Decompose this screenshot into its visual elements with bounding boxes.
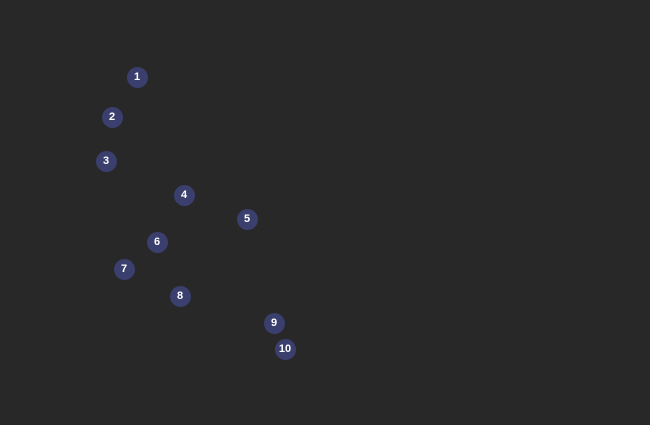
marker-label: 10 — [278, 342, 292, 355]
marker-label: 3 — [102, 154, 110, 167]
marker-2[interactable]: 2 — [101, 106, 123, 128]
marker-10[interactable]: 10 — [274, 338, 296, 360]
marker-label: 8 — [176, 289, 184, 302]
marker-label: 5 — [243, 212, 251, 225]
marker-label: 4 — [180, 188, 188, 201]
marker-3[interactable]: 3 — [95, 150, 117, 172]
marker-label: 7 — [120, 262, 128, 275]
marker-1[interactable]: 1 — [126, 66, 148, 88]
marker-8[interactable]: 8 — [169, 285, 191, 307]
marker-6[interactable]: 6 — [146, 231, 168, 253]
marker-7[interactable]: 7 — [113, 258, 135, 280]
marker-label: 6 — [153, 235, 161, 248]
marker-label: 2 — [108, 110, 116, 123]
marker-label: 1 — [133, 70, 141, 83]
marker-4[interactable]: 4 — [173, 184, 195, 206]
marker-label: 9 — [270, 316, 278, 329]
marker-5[interactable]: 5 — [236, 208, 258, 230]
marker-9[interactable]: 9 — [263, 312, 285, 334]
